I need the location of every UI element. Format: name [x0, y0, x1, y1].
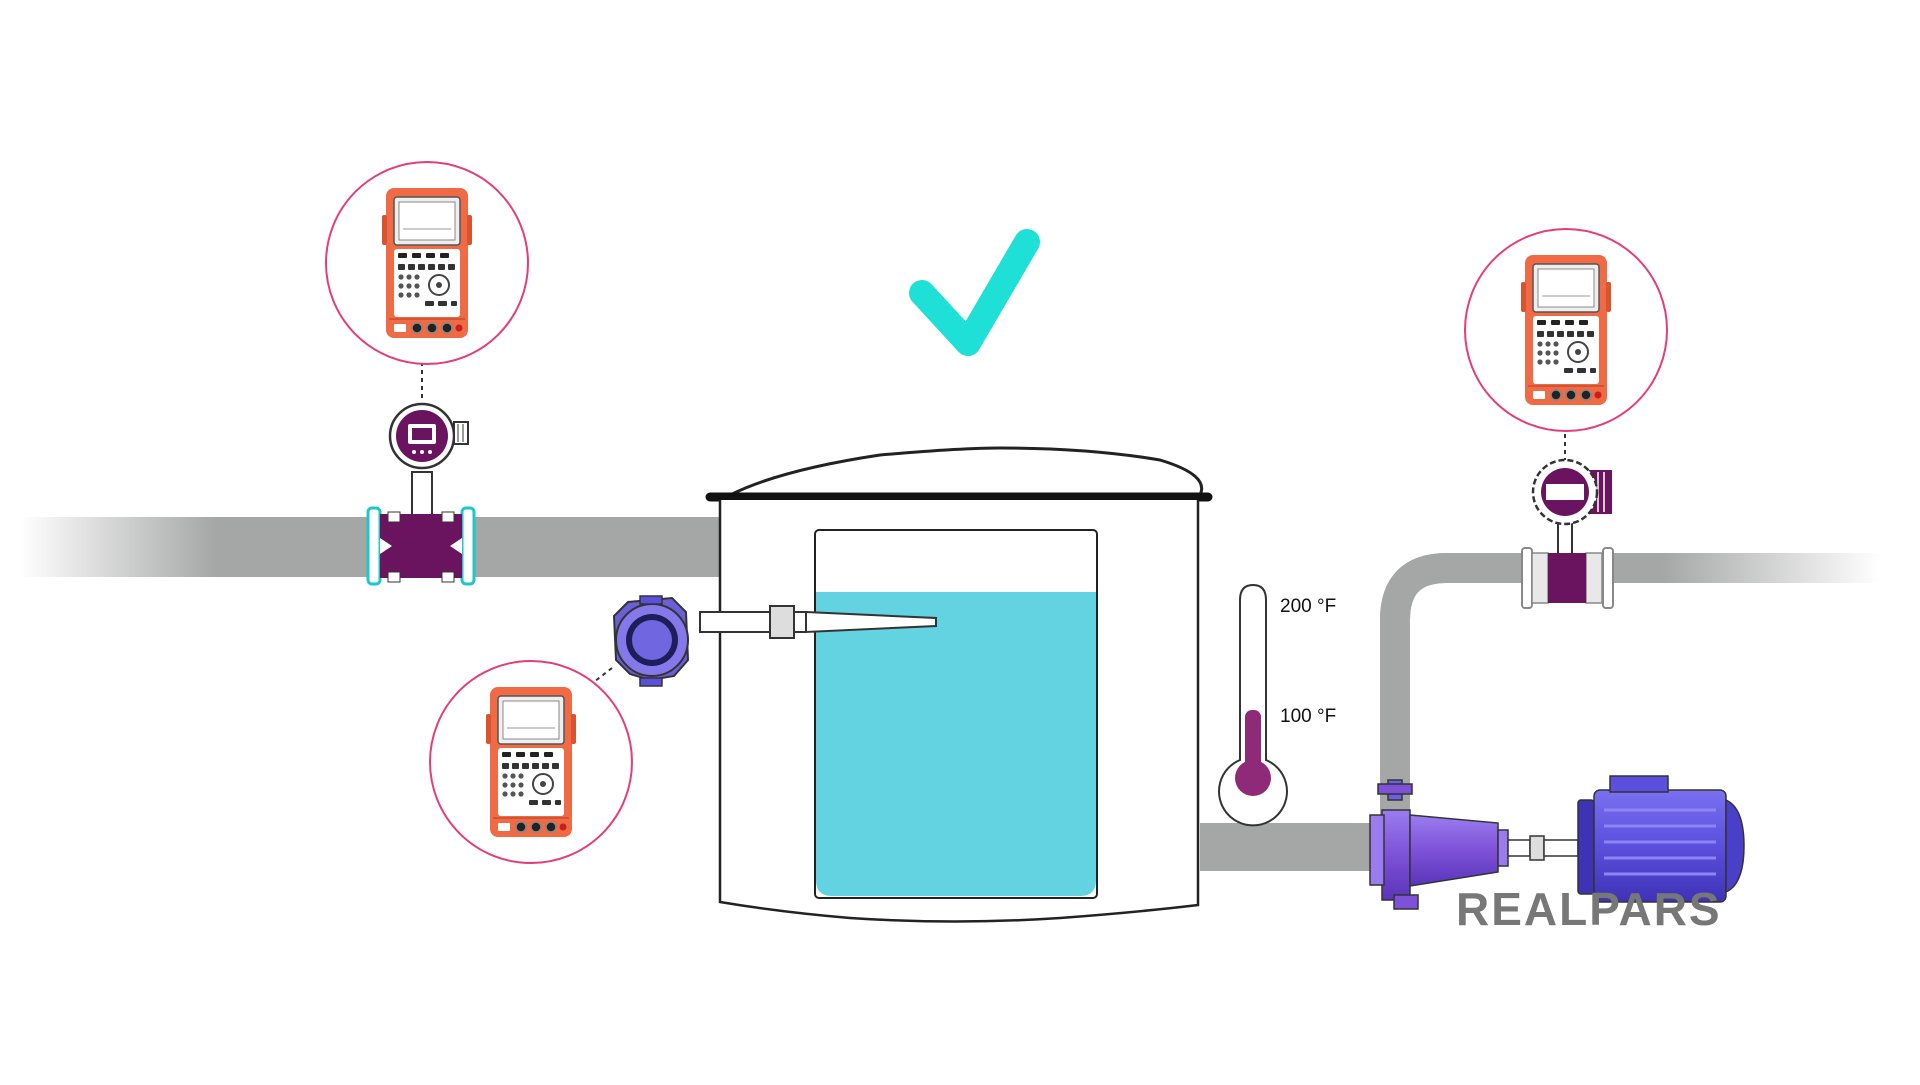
- thermometer-upper-mark: 200 °F: [1280, 596, 1336, 617]
- calibrator-callout-left-bottom: [429, 660, 633, 864]
- calibrator-icon: [381, 187, 473, 339]
- magnetic-flowmeter-icon: [366, 402, 476, 586]
- calibrator-icon: [1520, 254, 1612, 406]
- electric-motor-icon: [1577, 775, 1745, 903]
- realpars-logo: REALPARS: [1456, 883, 1722, 935]
- level-transmitter-icon: [612, 595, 937, 687]
- tank-icon: [705, 446, 1213, 923]
- calibrator-icon: [485, 686, 577, 838]
- thermometer-icon: [1218, 583, 1288, 827]
- tank-liquid: [814, 529, 1098, 899]
- centrifugal-pump-icon: [1369, 779, 1579, 910]
- outlet-pipe: [1200, 553, 1880, 871]
- thermometer-lower-mark: 100 °F: [1280, 706, 1336, 727]
- calibrator-callout-left-top: [325, 161, 529, 365]
- magnetic-flowmeter-icon: [1521, 458, 1614, 609]
- calibrator-callout-right: [1464, 228, 1668, 432]
- checkmark-icon: [909, 229, 1040, 356]
